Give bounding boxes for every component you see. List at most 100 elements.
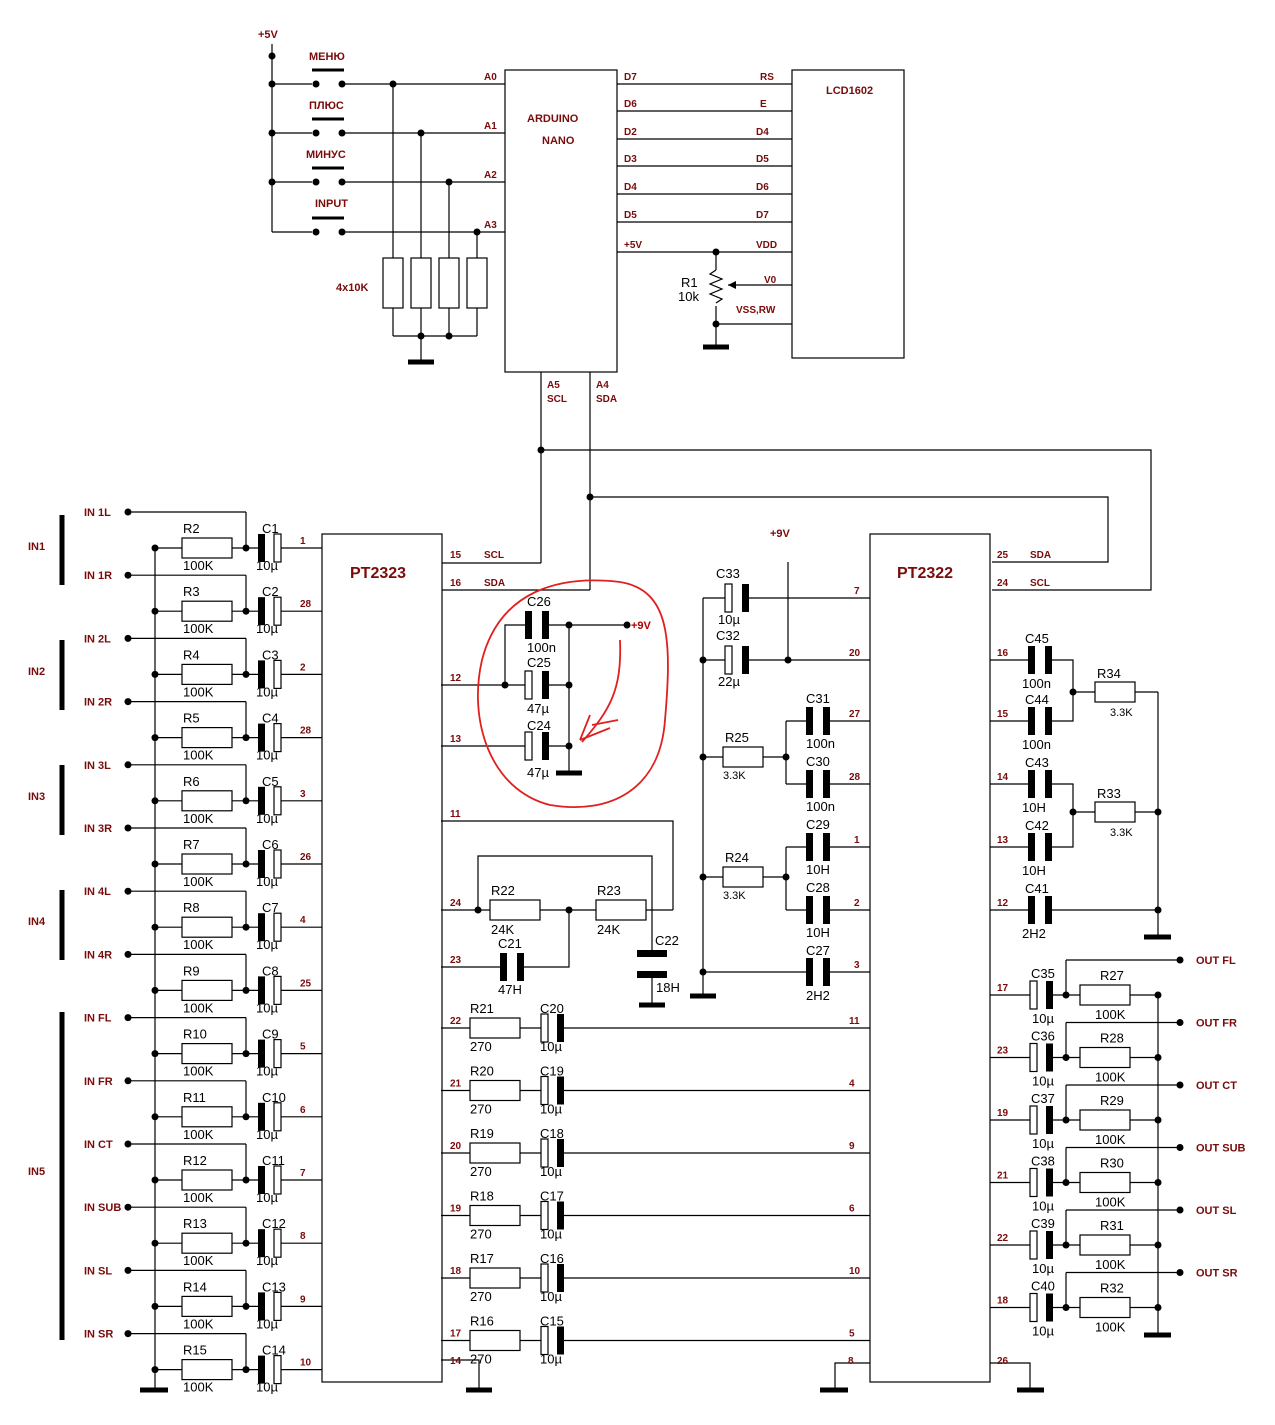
pt2323-name: PT2323 — [350, 565, 406, 582]
input-cap-plate — [258, 723, 265, 752]
input-cap-plate — [258, 913, 265, 942]
c22-value: 18H — [656, 980, 680, 995]
cap-node — [242, 734, 250, 742]
c24-ref: C24 — [527, 718, 551, 733]
pt2323-output-pin: 18 — [450, 1266, 462, 1277]
output-cap-ref: C37 — [1031, 1091, 1055, 1106]
output-resistor-ref: R30 — [1100, 1156, 1124, 1171]
input-cap-ref: C14 — [262, 1343, 286, 1358]
cap-node — [242, 1366, 250, 1374]
input-node — [124, 634, 132, 642]
input-group-label: IN1 — [28, 541, 45, 553]
input-cap-ref: C11 — [262, 1153, 285, 1168]
input-resistor-value: 100K — [183, 1190, 214, 1205]
output-label: OUT SR — [1196, 1268, 1238, 1280]
c28-value: 10H — [806, 925, 830, 940]
c27-ref: C27 — [806, 943, 830, 958]
input-resistor — [181, 916, 233, 938]
r25-ref: R25 — [725, 730, 749, 745]
input-cap-value: 10µ — [256, 1380, 278, 1395]
input-node — [124, 761, 132, 769]
input-label: IN SUB — [84, 1202, 121, 1214]
coupling-resistor-ref: R17 — [470, 1251, 494, 1266]
pt2323-input-pin: 28 — [300, 726, 312, 737]
arduino-pin-5v: +5V — [624, 240, 642, 251]
input-cap-plate — [258, 1166, 265, 1194]
arduino-name-2: NANO — [542, 135, 575, 147]
input-node — [124, 824, 132, 832]
output-cap-ref: C38 — [1031, 1154, 1055, 1169]
coupling-cap-plate — [540, 1138, 549, 1168]
input-cap-plate — [258, 534, 265, 562]
input-cap-plate — [258, 1102, 265, 1131]
r24-value: 3.3K — [723, 890, 746, 902]
input-node — [124, 950, 132, 958]
r33-ref: R33 — [1097, 786, 1121, 801]
coupling-cap-ref: C16 — [540, 1251, 564, 1266]
pt2323-input-pin: 10 — [300, 1358, 312, 1369]
input-label: IN FR — [84, 1076, 113, 1088]
c30-value: 100n — [806, 799, 835, 814]
input-resistor — [181, 1042, 233, 1065]
output-terminal — [1176, 1269, 1184, 1276]
coupling-resistor — [469, 1267, 521, 1289]
pt2322-input-pin: 10 — [849, 1266, 861, 1277]
coupling-resistor — [469, 1329, 521, 1352]
coupling-cap-value: 10µ — [540, 1289, 562, 1304]
output-ground-node — [1154, 991, 1162, 999]
pt2323-pin-14: 14 — [450, 1356, 462, 1367]
output-label: OUT FR — [1196, 1018, 1237, 1030]
c25-ref: C25 — [527, 655, 551, 670]
r23-ref: R23 — [597, 883, 621, 898]
ground-node — [151, 670, 159, 678]
coupling-cap-ref: C15 — [540, 1314, 564, 1329]
output-resistor — [1079, 1046, 1131, 1069]
c30-ref: C30 — [806, 754, 830, 769]
output-resistor-ref: R32 — [1100, 1281, 1124, 1296]
coupling-cap-ref: C18 — [540, 1126, 564, 1141]
input-resistor-ref: R14 — [183, 1279, 207, 1294]
pt2323-input-pin: 3 — [300, 789, 306, 800]
pt2323-output-pin: 21 — [450, 1079, 462, 1090]
tone-cap-ref: C41 — [1025, 881, 1049, 896]
input-cap-plate — [258, 1229, 265, 1258]
supply-5v-label: +5V — [258, 29, 279, 41]
cap-node — [242, 1176, 250, 1184]
output-resistor-value: 100K — [1095, 1007, 1126, 1022]
input-label: IN 2R — [84, 697, 112, 709]
input-label: IN 4L — [84, 886, 111, 898]
coupling-cap-plate — [540, 1200, 549, 1231]
coupling-cap-plate — [540, 1263, 549, 1293]
input-cap-ref: C5 — [262, 774, 279, 789]
pt2322-output-pin: 22 — [997, 1233, 1009, 1244]
pt2322-pin-25: 25 — [997, 550, 1009, 561]
pt2323-input-pin: 9 — [300, 1294, 306, 1305]
input-resistor-value: 100K — [183, 1127, 214, 1142]
pt2323-pin-15: 15 — [450, 550, 462, 561]
coupling-cap-plate — [557, 1201, 564, 1230]
button-input-label: INPUT — [315, 198, 348, 210]
output-resistor-ref: R27 — [1100, 968, 1124, 983]
output-cap-ref: C39 — [1031, 1216, 1055, 1231]
c33-ref: C33 — [716, 566, 740, 581]
pt2322-pin-7: 7 — [854, 586, 860, 597]
input-group-label: IN3 — [28, 791, 45, 803]
input-resistor-value: 100K — [183, 1064, 214, 1079]
output-ground-node — [1154, 1116, 1162, 1124]
r22-ref: R22 — [491, 883, 515, 898]
output-ground-node — [1154, 1304, 1162, 1311]
pt2322-output-pin: 17 — [997, 983, 1009, 994]
pt2322-output-pin: 23 — [997, 1046, 1009, 1057]
coupling-cap-plate — [557, 1264, 564, 1292]
pt2323-input-pin: 8 — [300, 1231, 306, 1242]
r22-value: 24K — [491, 922, 514, 937]
input-cap-value: 10µ — [256, 558, 278, 573]
ground-node — [151, 1239, 159, 1247]
r33-value: 3.3K — [1110, 827, 1133, 839]
input-label: IN 2L — [84, 633, 111, 645]
pt2323-input-pin: 28 — [300, 599, 312, 610]
c32-ref: C32 — [716, 628, 740, 643]
input-cap-value: 10µ — [256, 621, 278, 636]
output-resistor-ref: R31 — [1100, 1218, 1124, 1233]
